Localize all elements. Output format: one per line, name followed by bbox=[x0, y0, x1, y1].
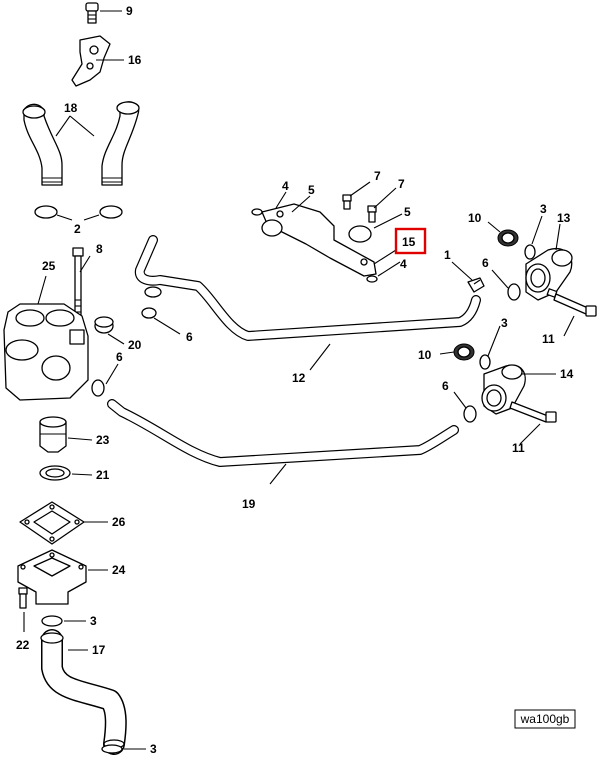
part-10-seal-lower bbox=[453, 343, 475, 361]
callout-5-left: 5 bbox=[308, 183, 315, 197]
reference-code: wa100gb bbox=[514, 709, 576, 729]
part-7-bolt-left bbox=[342, 194, 352, 210]
part-12-upper-tube bbox=[134, 235, 481, 341]
part-3-oring-lower bbox=[41, 615, 63, 627]
callout-22: 22 bbox=[16, 638, 30, 652]
part-24-lower-housing bbox=[17, 549, 87, 605]
part-10-seal-upper bbox=[497, 229, 519, 247]
callout-9: 9 bbox=[126, 4, 133, 18]
callout-6-elbow14: 6 bbox=[442, 379, 449, 393]
callout-17: 17 bbox=[92, 643, 106, 657]
part-4-washer-left bbox=[251, 208, 263, 216]
callout-4-right: 4 bbox=[400, 257, 407, 271]
part-1-clip bbox=[467, 277, 485, 293]
callout-18: 18 bbox=[64, 101, 78, 115]
callout-14: 14 bbox=[560, 367, 574, 381]
callout-6-tube12: 6 bbox=[186, 330, 193, 344]
part-6-oring-housing bbox=[91, 379, 105, 397]
callout-24: 24 bbox=[112, 563, 126, 577]
part-11-bolt-upper bbox=[546, 288, 597, 317]
part-bracket-assembly bbox=[261, 203, 377, 277]
callout-25: 25 bbox=[42, 259, 56, 273]
leader-lines bbox=[23, 10, 575, 750]
callout-1: 1 bbox=[444, 248, 451, 262]
callout-3-middle: 3 bbox=[501, 316, 508, 330]
part-18-hose-right bbox=[101, 101, 140, 186]
part-6-oring-elbow13 bbox=[507, 283, 521, 301]
part-16-bracket bbox=[71, 35, 111, 87]
callout-13: 13 bbox=[557, 211, 571, 225]
callout-10-lower: 10 bbox=[418, 348, 432, 362]
highlight-box-15 bbox=[394, 227, 427, 255]
callout-11-lower: 11 bbox=[512, 441, 525, 455]
part-11-bolt-lower bbox=[509, 401, 557, 423]
callout-26: 26 bbox=[112, 515, 126, 529]
callout-12: 12 bbox=[292, 371, 306, 385]
part-7-bolt-right bbox=[367, 205, 377, 223]
part-19-lower-tube bbox=[107, 399, 459, 467]
part-25-housing bbox=[3, 303, 89, 401]
part-13-elbow bbox=[525, 247, 573, 301]
part-2-oring-left bbox=[34, 205, 58, 219]
part-18-hose-left bbox=[22, 103, 63, 186]
callout-23: 23 bbox=[96, 433, 110, 447]
part-9-bolt bbox=[85, 2, 99, 24]
callout-labels: 9 16 18 2 8 25 20 6 6 23 21 26 24 22 3 1… bbox=[16, 4, 574, 756]
part-20-plug bbox=[94, 316, 114, 334]
part-3-oring-bottom bbox=[101, 744, 123, 754]
callout-3-upper: 3 bbox=[540, 202, 547, 216]
callout-6-housing: 6 bbox=[116, 350, 123, 364]
callout-16: 16 bbox=[128, 53, 142, 67]
callout-11-upper: 11 bbox=[542, 332, 555, 346]
part-2-oring-right bbox=[99, 205, 123, 219]
callout-5-right: 5 bbox=[404, 205, 411, 219]
part-6-oring-tube-upper bbox=[141, 307, 157, 319]
callout-10-upper: 10 bbox=[468, 211, 482, 225]
reference-code-text: wa100gb bbox=[520, 712, 570, 726]
callout-3-lower: 3 bbox=[90, 614, 97, 628]
callout-7-left: 7 bbox=[374, 169, 381, 183]
part-4-washer-right bbox=[366, 275, 378, 283]
part-3-oring-upper bbox=[524, 244, 536, 260]
callout-6-elbow13: 6 bbox=[482, 256, 489, 270]
part-6-oring-elbow14 bbox=[463, 405, 477, 423]
part-22-bolt bbox=[18, 587, 28, 609]
callout-15: 15 bbox=[402, 235, 416, 249]
callout-3-bottom: 3 bbox=[150, 742, 157, 756]
callout-2: 2 bbox=[74, 222, 81, 236]
callout-8: 8 bbox=[96, 242, 103, 256]
part-3-oring-middle bbox=[479, 354, 491, 370]
part-17-bent-pipe bbox=[40, 629, 127, 755]
callout-4-left: 4 bbox=[282, 179, 289, 193]
callout-21: 21 bbox=[96, 468, 110, 482]
callout-7-right: 7 bbox=[398, 177, 405, 191]
part-14-elbow bbox=[481, 364, 526, 415]
part-23-thermostat bbox=[39, 416, 67, 453]
callout-20: 20 bbox=[128, 338, 142, 352]
part-26-gasket bbox=[19, 501, 85, 545]
callout-19: 19 bbox=[242, 497, 256, 511]
